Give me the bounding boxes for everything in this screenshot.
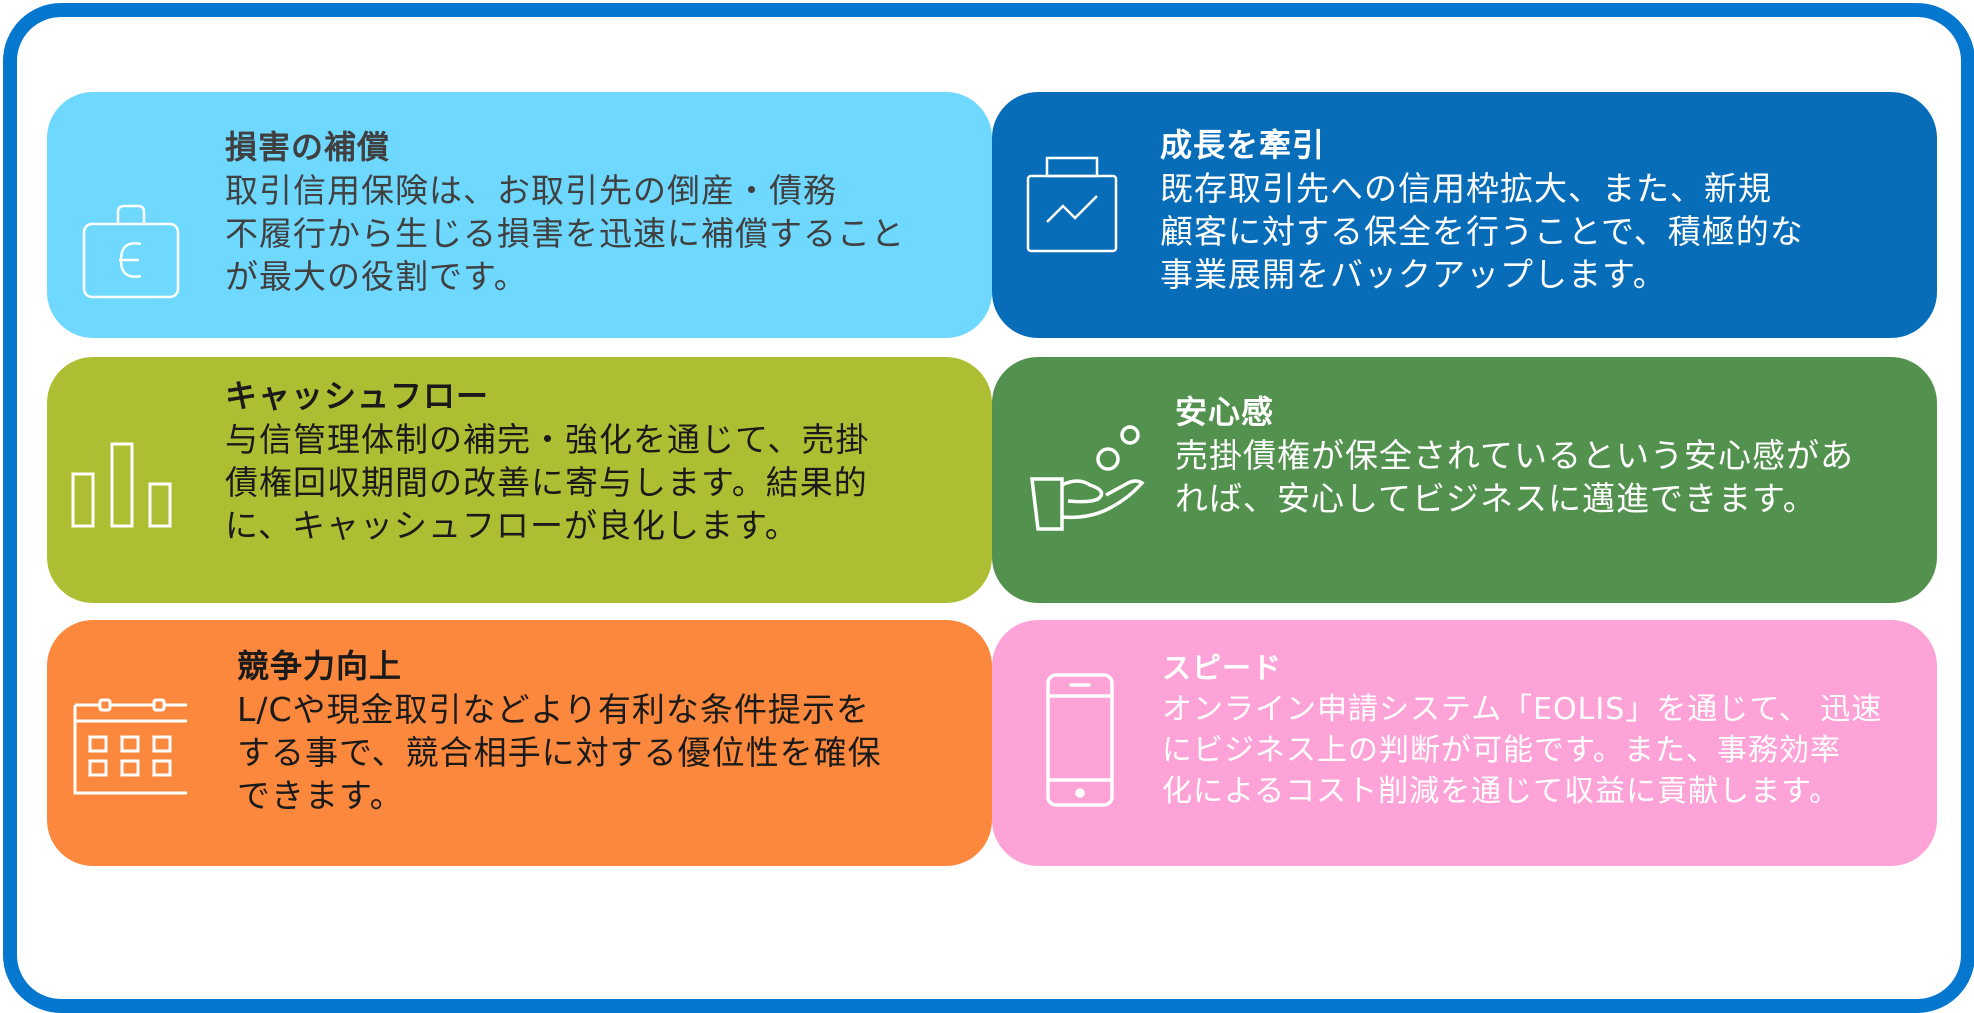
card-peace-of-mind: 安心感 売掛債権が保全されているという安心感があ れば、安心してビジネスに邁進で… — [992, 357, 1937, 603]
card-competitiveness: 競争力向上 L/Cや現金取引などより有利な条件提示を する事で、競合相手に対する… — [47, 620, 992, 866]
card-cash-flow: キャッシュフロー 与信管理体制の補完・強化を通じて、売掛 債権回収期間の改善に寄… — [47, 357, 992, 603]
card-body: オンライン申請システム「EOLIS」を通じて、 迅速 にビジネス上の判断が可能で… — [1162, 692, 1883, 809]
calendar-icon — [72, 695, 190, 799]
card-speed: スピード オンライン申請システム「EOLIS」を通じて、 迅速 にビジネス上の判… — [992, 620, 1937, 866]
card-title: 成長を牽引 — [1160, 126, 1326, 164]
card-title: 損害の補償 — [225, 128, 391, 166]
card-body: 与信管理体制の補完・強化を通じて、売掛 債権回収期間の改善に寄与します。結果的 … — [225, 420, 870, 545]
hand-coins-icon — [1028, 421, 1148, 535]
card-body: 既存取引先への信用枠拡大、また、新規 顧客に対する保全を行うことで、積極的な 事… — [1160, 169, 1804, 294]
card-drive-growth: 成長を牽引 既存取引先への信用枠拡大、また、新規 顧客に対する保全を行うことで、… — [992, 92, 1937, 338]
smartphone-icon — [1045, 672, 1115, 812]
bar-chart-icon — [70, 442, 174, 534]
card-title: 競争力向上 — [237, 647, 403, 685]
card-body: L/Cや現金取引などより有利な条件提示を する事で、競合相手に対する優位性を確保… — [237, 690, 882, 815]
briefcase-chart-icon — [1025, 154, 1119, 258]
briefcase-euro-icon — [81, 202, 181, 304]
card-title: スピード — [1162, 651, 1283, 685]
card-damage-compensation: 損害の補償 取引信用保険は、お取引先の倒産・債務 不履行から生じる損害を迅速に補… — [47, 92, 992, 338]
card-body: 売掛債権が保全されているという安心感があ れば、安心してビジネスに邁進できます。 — [1175, 436, 1855, 518]
card-title: 安心感 — [1175, 393, 1275, 431]
card-body: 取引信用保険は、お取引先の倒産・債務 不履行から生じる損害を迅速に補償すること … — [225, 171, 905, 296]
card-title: キャッシュフロー — [225, 377, 490, 415]
